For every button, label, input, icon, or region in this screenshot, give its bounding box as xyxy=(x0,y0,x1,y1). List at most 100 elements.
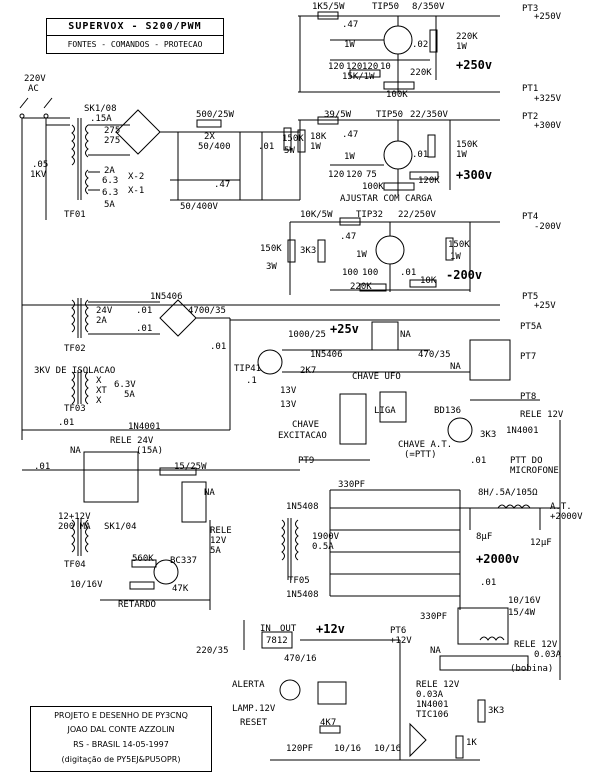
cap-01d-label: .01 xyxy=(136,306,153,316)
r220k1w-label: 220K xyxy=(456,32,478,42)
cap-10-16d-label: 10/16 xyxy=(374,744,402,754)
zener-100a: 100 xyxy=(342,268,359,278)
zener-120d: 120 xyxy=(328,170,345,180)
cap-01c-label: .01 xyxy=(400,268,417,278)
supply-minus200: -200v xyxy=(446,268,483,282)
pt9-label: PT9 xyxy=(298,456,315,466)
cap-470-label: 470/35 xyxy=(418,350,451,360)
rele12-label: RELE 12V xyxy=(520,410,564,420)
pt5a-label: PT5A xyxy=(520,322,542,332)
supply-plus250: +250v xyxy=(456,58,493,72)
cap-47a-label: .47 xyxy=(214,180,231,190)
credit-line-1: PROJETO E DESENHO DE PY3CNQ xyxy=(54,711,188,720)
r18k-label: 18K xyxy=(310,132,327,142)
r3k3-b-label: 3K3 xyxy=(480,430,497,440)
cap-4700-label: 4700/35 xyxy=(188,306,226,316)
r4k7-label: 4K7 xyxy=(320,718,337,728)
chave-exc2-label: EXCITACAO xyxy=(278,431,327,441)
cap-2x-label: 2X xyxy=(204,132,215,142)
chave-at2-label: (=PTT) xyxy=(404,450,437,460)
retardo-label: RETARDO xyxy=(118,600,156,610)
r1k-label: 1K xyxy=(466,738,477,748)
tap-05a: 0.5A xyxy=(312,542,334,552)
pt2-label: PT2 xyxy=(522,112,539,122)
cap-10-16a-label: 10/16V xyxy=(70,580,103,590)
r47k-label: 47K xyxy=(172,584,189,594)
r2k7-label: 2K7 xyxy=(300,366,317,376)
diode-1n4001c: 1N4001 xyxy=(416,700,449,710)
r15-label: 15/25W xyxy=(174,462,207,472)
tap-2a: 2A xyxy=(104,166,115,176)
tap-63v: 6.3V xyxy=(114,380,136,390)
cap-47d-label: .47 xyxy=(340,232,357,242)
bd136-label: BD136 xyxy=(434,406,462,416)
cap-8-350-label: 8/350V xyxy=(412,2,445,12)
cap-50-400v-label: 50/400V xyxy=(180,202,218,212)
zener-120b: 120 xyxy=(346,62,363,72)
r1w-g-label: 1W xyxy=(450,252,461,262)
rele12c-label: RELE 12V xyxy=(514,640,558,650)
pt2-voltage: +300V xyxy=(534,121,562,131)
x-b-label: X xyxy=(96,396,102,406)
input-type: AC xyxy=(28,84,39,94)
tip50b-label: TIP50 xyxy=(376,110,404,120)
diode-1n5406b: 1N5406 xyxy=(310,350,343,360)
na-label-5: NA xyxy=(430,646,441,656)
r1w-c-label: 1W xyxy=(310,142,321,152)
bc337-label: BC337 xyxy=(170,556,198,566)
tip32-label: TIP32 xyxy=(356,210,384,220)
r1w-a-label: 1W xyxy=(456,42,467,52)
cap-470-16-label: 470/16 xyxy=(284,654,317,664)
r150k-d-label: 150K xyxy=(448,240,470,250)
pt3-voltage: +250V xyxy=(534,12,562,22)
pt7-label: PT7 xyxy=(520,352,537,362)
r1k5-label: 1K5/5W xyxy=(312,2,345,12)
diode-1n5408b: 1N5408 xyxy=(286,590,319,600)
r3k3-a-label: 3K3 xyxy=(300,246,317,256)
zener-10: 10 xyxy=(380,62,391,72)
r150k-c-label: 150K xyxy=(260,244,282,254)
lamp-label: LAMP.12V xyxy=(232,704,276,714)
ajustar-label: AJUSTAR COM CARGA xyxy=(340,194,433,204)
cap-22-350-label: 22/350V xyxy=(410,110,448,120)
r15k1w-label: 15K/1W xyxy=(342,72,375,82)
cap-330b-label: 330PF xyxy=(420,612,448,622)
pt4-label: PT4 xyxy=(522,212,539,222)
cap-220-35-label: 220/35 xyxy=(196,646,229,656)
diode-1n5408a: 1N5408 xyxy=(286,502,319,512)
supply-plus2000: +2000v xyxy=(476,552,520,566)
r220k-b-label: 220K xyxy=(410,68,432,78)
tf04-label: TF04 xyxy=(64,560,86,570)
tic106-label: TIC106 xyxy=(416,710,449,720)
tap-x2: X-2 xyxy=(128,172,145,182)
iso-label: 3KV DE ISOLACAO xyxy=(34,366,116,376)
cap-01f-label: .01 xyxy=(210,342,227,352)
reg-7812-label: 7812 xyxy=(266,636,288,646)
pt5-voltage: +25V xyxy=(534,301,556,311)
input-voltage: 220V xyxy=(24,74,46,84)
chave-ufo-label: CHAVE UFO xyxy=(352,372,401,382)
zener-120c: 120 xyxy=(362,62,379,72)
na-label-2: NA xyxy=(450,362,461,372)
zener-75: 75 xyxy=(366,170,377,180)
r39-label: 39/5W xyxy=(324,110,352,120)
x-a-label: X xyxy=(96,376,102,386)
chave-exc-label: CHAVE xyxy=(292,420,320,430)
supply-plus25: +25v xyxy=(330,322,359,336)
tip41-label: TIP41 xyxy=(234,364,262,374)
tf02-label: TF02 xyxy=(64,344,86,354)
tap-24v: 24V xyxy=(96,306,113,316)
cap-01b-label: .01 xyxy=(412,150,429,160)
tap-x1: X-1 xyxy=(128,186,145,196)
supply-plus12: +12v xyxy=(316,622,345,636)
r10k-b-label: 10K xyxy=(420,276,437,286)
r100k-b-label: 100K xyxy=(362,182,384,192)
cap-330a-label: 330PF xyxy=(338,480,366,490)
chave-at-label: CHAVE A.T. xyxy=(398,440,453,450)
cap-1-label: .1 xyxy=(246,376,257,386)
rele12d2-label: 0.03A xyxy=(416,690,444,700)
cap-47c-label: .47 xyxy=(342,130,359,140)
na-label-1: NA xyxy=(400,330,411,340)
